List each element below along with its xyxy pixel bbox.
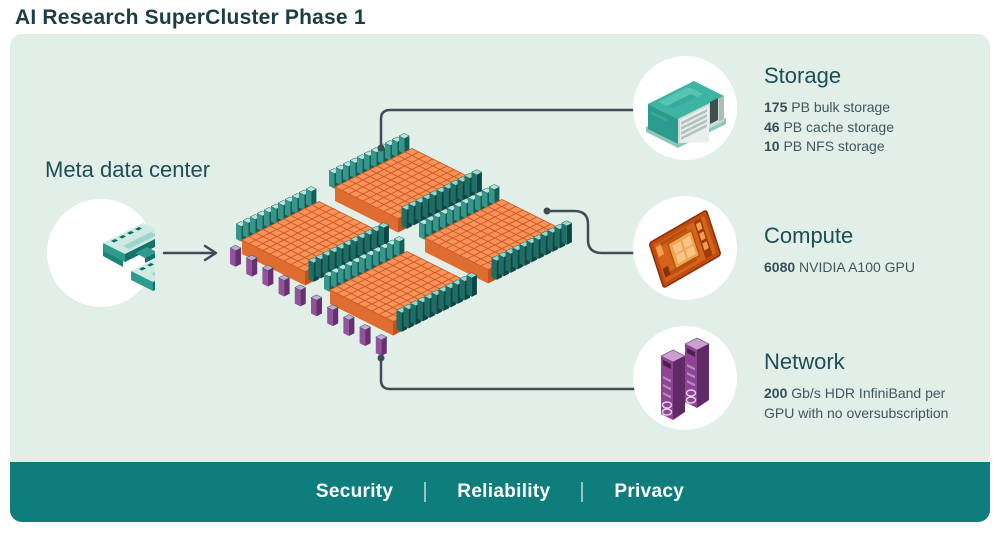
compute-section: Compute 6080 NVIDIA A100 GPU [764,223,915,278]
gpu-chip-icon [649,210,721,288]
storage-specs: 175 PB bulk storage 46 PB cache storage … [764,98,894,157]
page-title: AI Research SuperCluster Phase 1 [15,6,366,29]
spec-line: 10 PB NFS storage [764,138,885,154]
spec-line: 46 PB cache storage [764,118,894,135]
network-specs: 200 Gb/s HDR InfiniBand per GPU with no … [764,384,972,423]
storage-server-icon [646,81,726,148]
footer-divider [424,482,427,502]
storage-section: Storage 175 PB bulk storage 46 PB cache … [764,63,894,157]
spec-line: 6080 NVIDIA A100 GPU [764,259,915,275]
footer-item-reliability: Reliability [457,481,551,502]
footer-bar: Security Reliability Privacy [10,462,990,522]
compute-specs: 6080 NVIDIA A100 GPU [764,258,915,278]
compute-icon [633,196,737,300]
meta-data-center-icon [47,199,155,307]
compute-heading: Compute [764,223,854,248]
footer-item-security: Security [315,481,394,502]
network-icon [633,326,737,430]
footer-item-privacy: Privacy [614,481,685,502]
spec-line: 200 Gb/s HDR InfiniBand per GPU with no … [764,385,949,421]
data-center-buildings-icon [103,223,155,291]
storage-heading: Storage [764,63,842,88]
network-heading: Network [764,349,845,374]
spec-line: 175 PB bulk storage [764,99,891,115]
storage-icon [633,56,737,160]
network-rack-icon [660,337,710,420]
footer-divider [581,482,584,502]
meta-data-center-label: Meta data center [45,157,211,182]
network-section: Network 200 Gb/s HDR InfiniBand per GPU … [764,349,972,423]
